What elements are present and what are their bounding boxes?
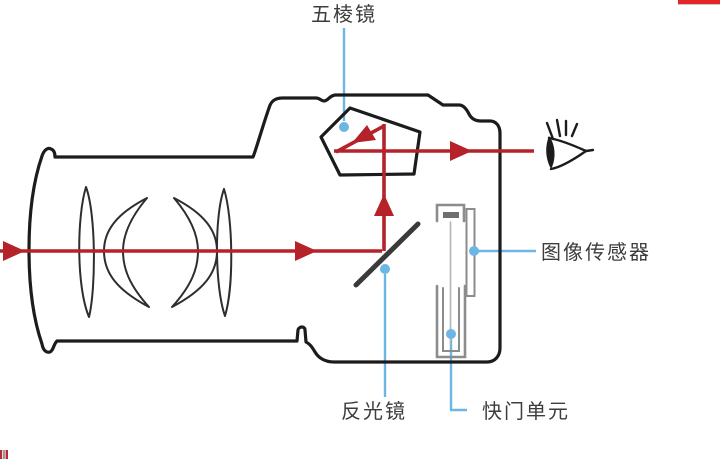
callout-lines [342, 28, 536, 412]
lens-element-3 [171, 197, 218, 308]
arrowhead-to-eye [450, 141, 472, 161]
shutter-channel-inner [442, 287, 460, 352]
shutter-channel-outer [435, 284, 467, 359]
lens-element-2 [103, 197, 150, 308]
pentaprism-shape [319, 106, 422, 177]
callout-dot-sensor [469, 246, 479, 256]
arrowhead-up [374, 194, 394, 216]
camera-body-outline [27, 93, 502, 364]
label-image-sensor: 图像传感器 [541, 241, 651, 264]
callout-dots [339, 122, 479, 339]
light-path [0, 124, 534, 261]
label-shutter-unit: 快门单元 [482, 400, 570, 423]
accent-bar [678, 0, 720, 5]
arrowhead-to-mirror [295, 241, 317, 261]
label-pentaprism: 五棱镜 [311, 3, 377, 26]
arrowhead-entry [3, 241, 25, 261]
callout-dot-pentaprism [339, 122, 349, 132]
shutter-curtain-top [443, 212, 459, 218]
eye-icon [545, 118, 595, 171]
label-reflex-mirror: 反光镜 [341, 400, 407, 423]
lens-element-1 [78, 186, 95, 318]
lens-element-4 [216, 188, 233, 317]
lens-elements [78, 186, 233, 318]
arrowhead-in-prism [352, 125, 376, 143]
reflex-mirror-shape [353, 221, 421, 288]
callout-dot-mirror [380, 264, 390, 274]
corner-mark [0, 450, 8, 459]
callout-dot-shutter [446, 329, 456, 339]
shutter-top-bracket [435, 203, 466, 223]
